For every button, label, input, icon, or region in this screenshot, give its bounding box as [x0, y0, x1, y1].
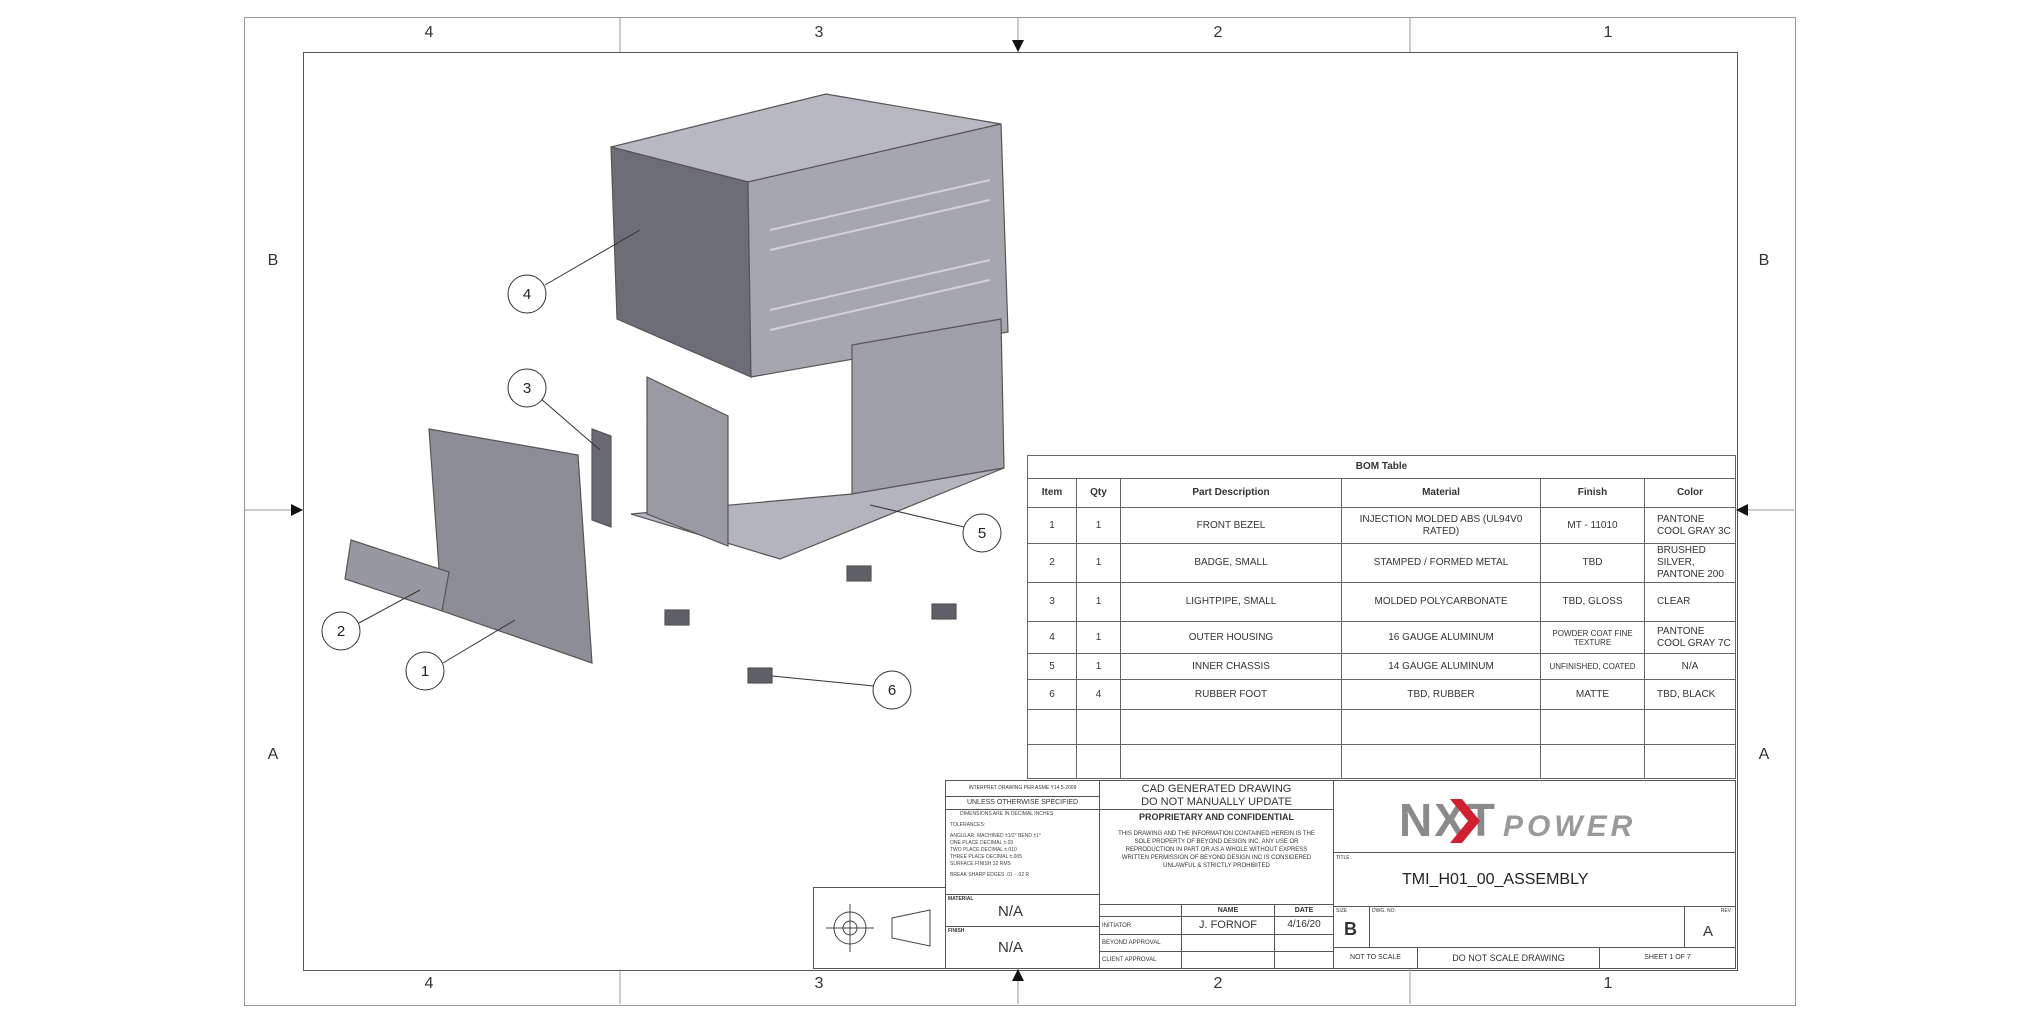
finish-value: N/A — [998, 939, 1024, 956]
zone-bottom-1: 1 — [1603, 975, 1613, 992]
logo-cell: NXT POWER — [1333, 780, 1736, 853]
beyond-approval-date — [1274, 934, 1334, 952]
logo-red-chevron — [1450, 799, 1480, 843]
balloon-3 — [507, 368, 547, 408]
bom-row-empty — [1027, 709, 1736, 745]
balloon-1 — [405, 651, 445, 691]
zone-top-1: 1 — [1603, 24, 1613, 41]
bom-header-item: Item — [1027, 478, 1077, 508]
bom-row-empty — [1027, 744, 1736, 779]
balloon-label-6: 6 — [888, 682, 896, 699]
do-not-scale-cell: DO NOT SCALE DRAWING — [1417, 947, 1600, 969]
zone-left-b: B — [267, 252, 279, 269]
balloon-label-2: 2 — [337, 623, 345, 640]
bom-title: BOM Table — [1027, 455, 1736, 479]
balloon-label-3: 3 — [523, 380, 531, 397]
cad-notice-cell: CAD GENERATED DRAWING DO NOT MANUALLY UP… — [1099, 780, 1334, 810]
balloon-label-5: 5 — [978, 525, 986, 542]
bom-table: BOM Table Item Qty Part Description Mate… — [1027, 455, 1736, 779]
beyond-approval-name — [1181, 934, 1275, 952]
proprietary-cell: PROPRIETARY AND CONFIDENTIAL THIS DRAWIN… — [1099, 809, 1334, 905]
balloon-5 — [962, 513, 1002, 553]
balloon-6 — [872, 670, 912, 710]
outer-housing-inside — [610, 146, 752, 378]
client-approval-label: CLIENT APPROVAL — [1099, 951, 1182, 969]
size-cell: SIZE B — [1333, 906, 1370, 948]
balloon-2 — [321, 611, 361, 651]
zone-top-4: 4 — [424, 24, 434, 41]
center-arrow-left — [291, 504, 303, 516]
bom-header-material: Material — [1341, 478, 1541, 508]
size-value: B — [1344, 919, 1357, 939]
rubber-foot — [931, 603, 957, 620]
finish-cell: FINISH N/A — [945, 926, 1100, 969]
zone-bottom-4: 4 — [424, 975, 434, 992]
balloon-label-1: 1 — [421, 663, 429, 680]
centering-arrows — [291, 40, 1748, 981]
zone-right-b: B — [1758, 252, 1770, 269]
sheet-cell: SHEET 1 OF 7 — [1599, 947, 1736, 969]
material-cell: MATERIAL N/A — [945, 894, 1100, 927]
balloon-4 — [507, 274, 547, 314]
inner-chassis-side — [646, 376, 729, 547]
client-approval-name — [1181, 951, 1275, 969]
initiator-label: INITIATOR — [1099, 916, 1182, 935]
not-to-scale-cell: NOT TO SCALE — [1333, 947, 1418, 969]
center-arrow-bottom — [1012, 969, 1024, 981]
rubber-foot — [747, 667, 773, 684]
zone-left-a: A — [267, 746, 279, 763]
rev-cell: REV A — [1684, 906, 1736, 948]
zone-bottom-3: 3 — [814, 975, 824, 992]
drawing-title: TMI_H01_00_ASSEMBLY — [1402, 871, 1589, 888]
title-cell: TITLE: TMI_H01_00_ASSEMBLY — [1333, 852, 1736, 907]
zone-bottom-2: 2 — [1213, 975, 1223, 992]
zone-top-3: 3 — [814, 24, 824, 41]
material-value: N/A — [998, 903, 1024, 920]
bom-header-color: Color — [1644, 478, 1736, 508]
lightpipe — [591, 428, 612, 528]
rev-value: A — [1703, 923, 1714, 940]
projection-box — [813, 887, 946, 969]
client-approval-date — [1274, 951, 1334, 969]
third-angle-projection-symbol — [826, 904, 931, 952]
zone-top-2: 2 — [1213, 24, 1223, 41]
zone-right-a: A — [1758, 746, 1770, 763]
center-arrow-top — [1012, 40, 1024, 52]
center-arrow-right — [1736, 504, 1748, 516]
outer-housing-side — [747, 123, 1009, 378]
rubber-foot — [846, 565, 872, 582]
rubber-foot — [664, 609, 690, 626]
interpret-cell: INTERPRET DRAWING PER ASME Y14.5-2009 — [945, 780, 1100, 797]
initiator-date: 4/16/20 — [1274, 916, 1334, 935]
front-bezel — [428, 428, 593, 664]
badge — [344, 539, 450, 612]
nxt-power-logo: NXT POWER — [1399, 794, 1637, 846]
unless-cell: UNLESS OTHERWISE SPECIFIED — [945, 796, 1100, 810]
outer-border — [244, 17, 1796, 1006]
bom-header-description: Part Description — [1120, 478, 1342, 508]
beyond-approval-label: BEYOND APPROVAL — [1099, 934, 1182, 952]
leader-lines — [358, 229, 965, 687]
balloon-label-4: 4 — [523, 286, 531, 303]
initiator-name: J. FORNOF — [1181, 916, 1275, 935]
tolerance-cell: DIMENSIONS ARE IN DECIMAL INCHES TOLERAN… — [945, 809, 1100, 895]
bom-header-finish: Finish — [1540, 478, 1645, 508]
inner-border — [303, 52, 1738, 971]
bom-header-qty: Qty — [1076, 478, 1121, 508]
dwg-no-cell: DWG. NO. — [1369, 906, 1685, 948]
inner-chassis-back — [851, 318, 1005, 495]
